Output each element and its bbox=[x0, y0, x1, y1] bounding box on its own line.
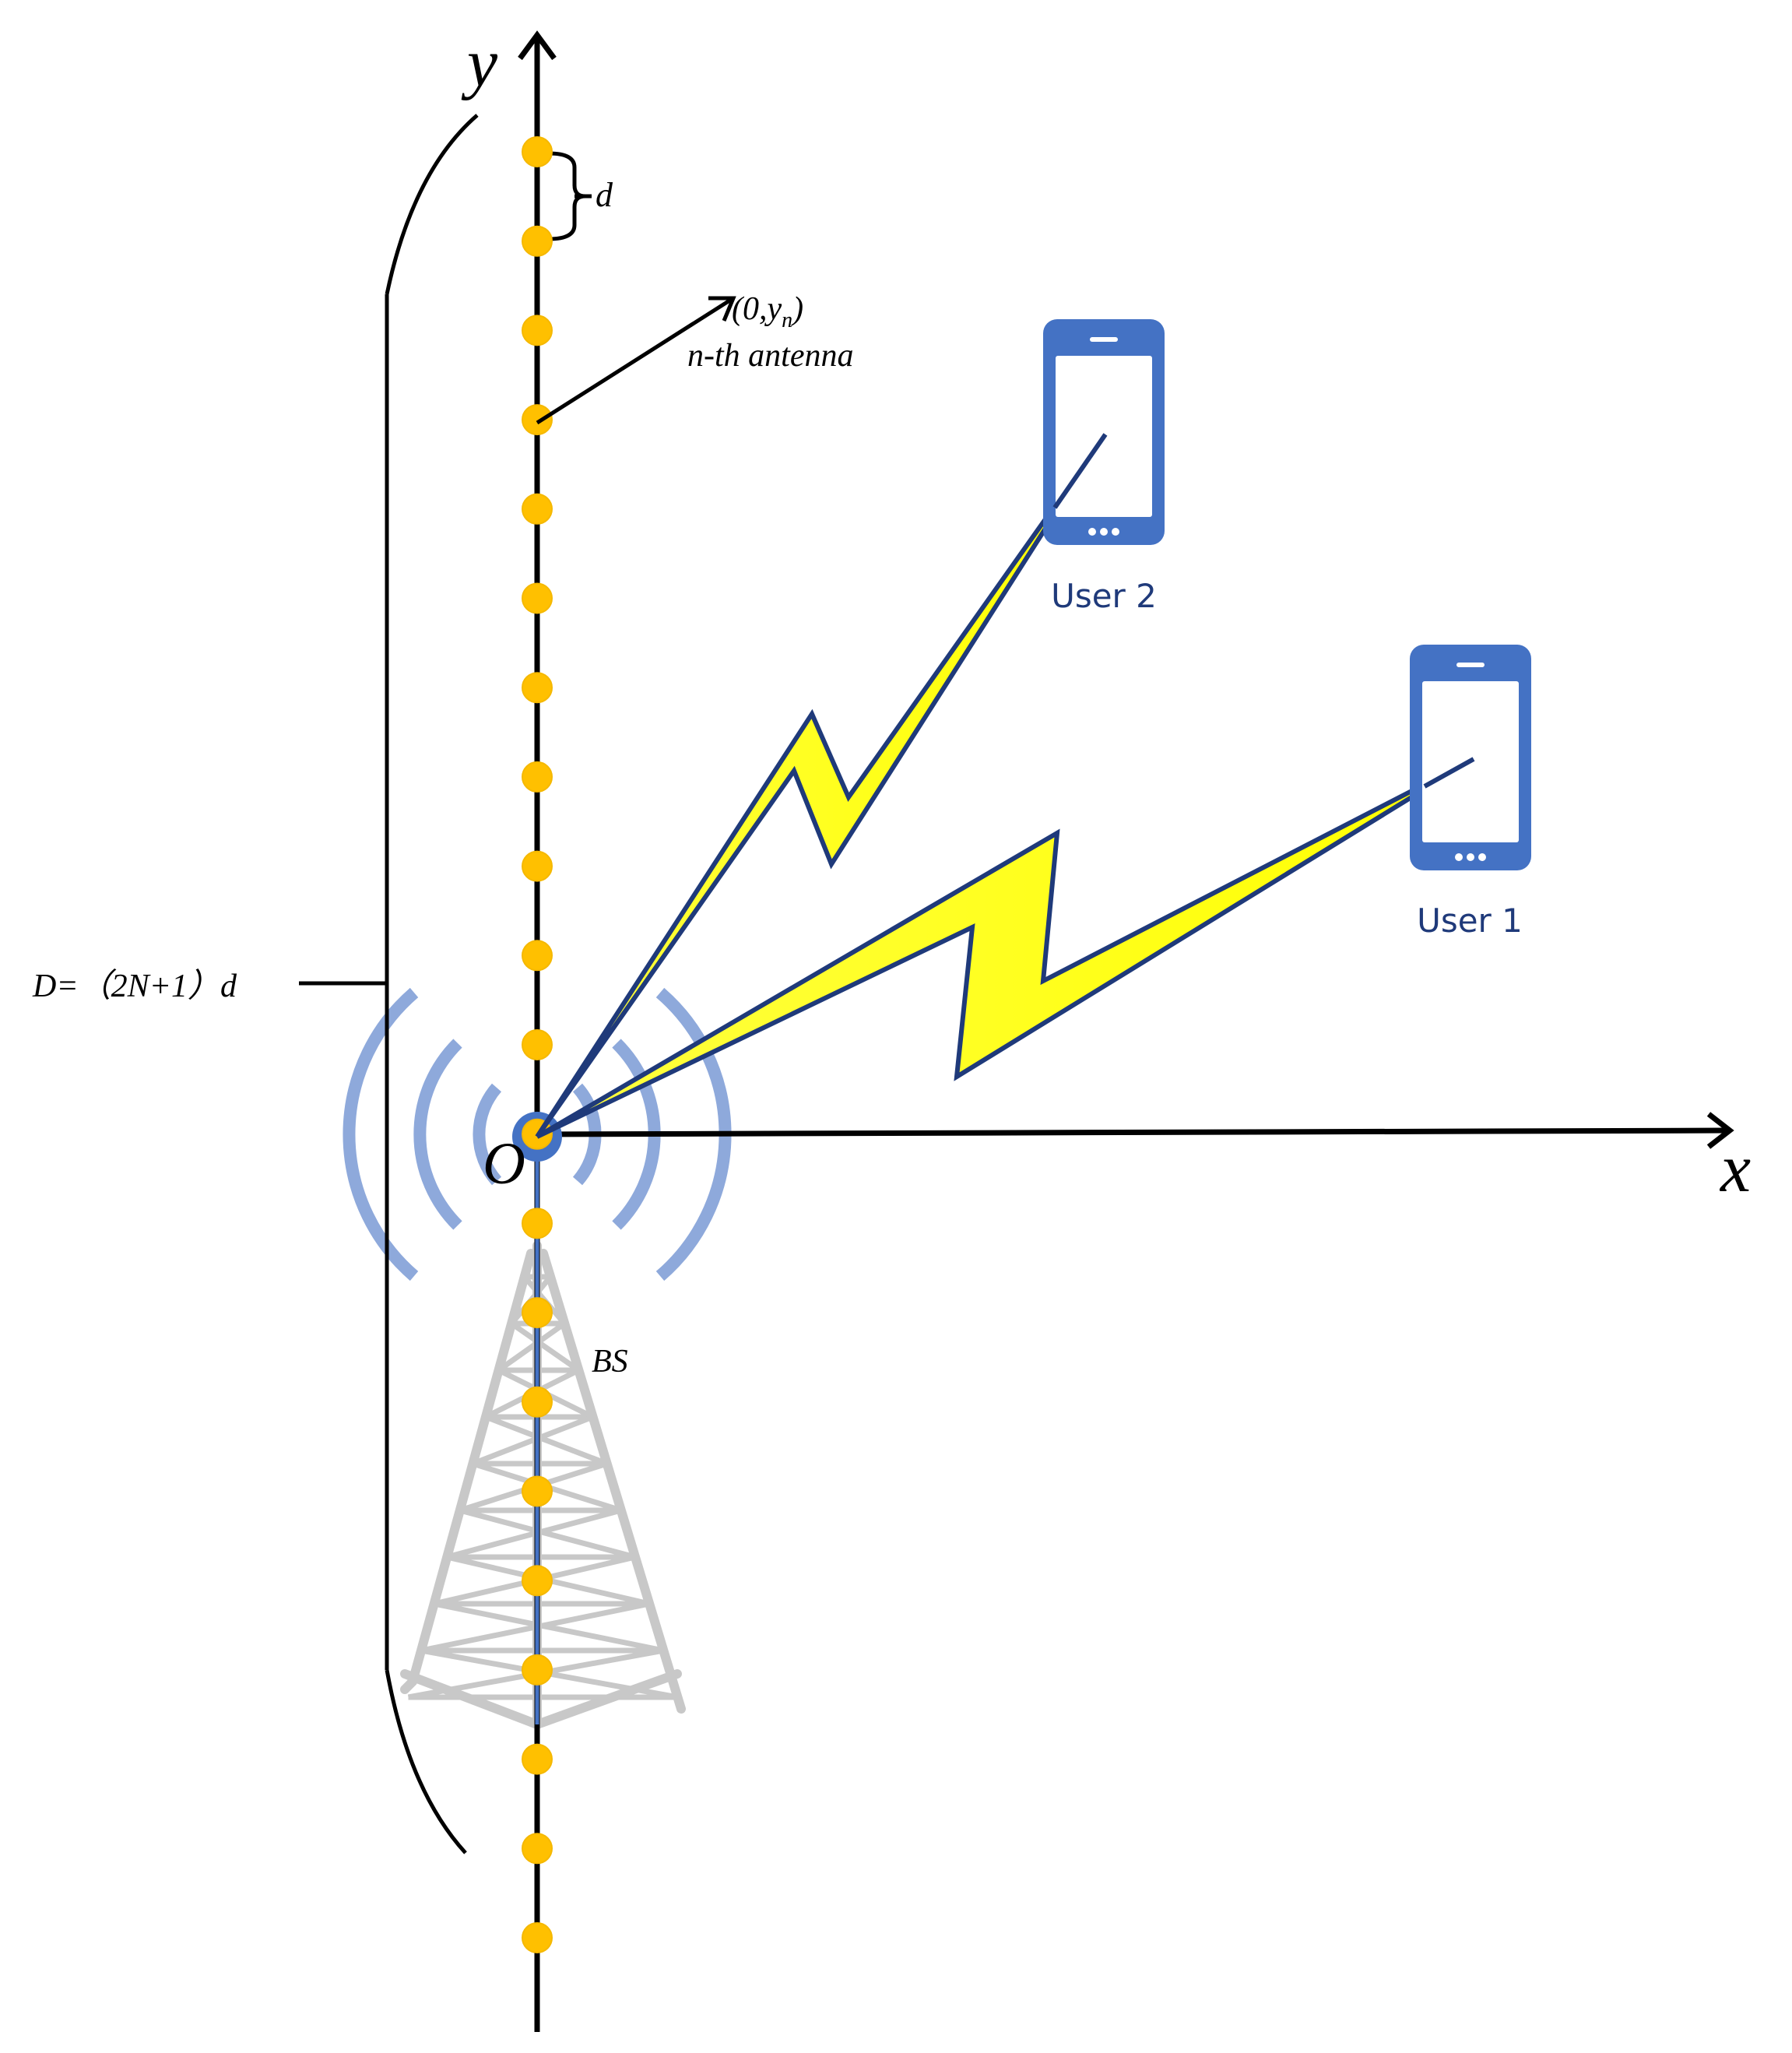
x-axis-label: x bbox=[1719, 1131, 1751, 1207]
smartphone-icon bbox=[1410, 645, 1531, 870]
spacing-label: d bbox=[596, 176, 613, 214]
coord-prefix: (0,y bbox=[732, 291, 782, 327]
tower-brace bbox=[446, 1507, 622, 1560]
spacing-bracket bbox=[548, 151, 592, 241]
antenna-element bbox=[522, 1386, 553, 1418]
coord-subscript: n bbox=[782, 308, 792, 332]
tower-brace bbox=[484, 1414, 608, 1467]
antenna-element bbox=[522, 1297, 553, 1329]
antenna-element bbox=[522, 1654, 553, 1686]
nth-antenna-label: n-th antenna bbox=[687, 338, 853, 374]
user-1-device: User 1 bbox=[1410, 645, 1531, 940]
antenna-element bbox=[522, 1029, 553, 1060]
antenna-element bbox=[522, 1565, 553, 1597]
aperture-bracket bbox=[299, 114, 479, 1854]
antenna-element bbox=[522, 315, 553, 346]
user-label: User 1 bbox=[1417, 902, 1523, 940]
antenna-element bbox=[522, 136, 553, 167]
antenna-element bbox=[522, 940, 553, 972]
antenna-element bbox=[522, 582, 553, 614]
antenna-element bbox=[522, 493, 553, 525]
aperture-label: D=（2N+1）d bbox=[32, 968, 237, 1004]
antenna-element bbox=[522, 404, 553, 436]
tower-brace bbox=[510, 1321, 581, 1373]
tower-brace bbox=[459, 1507, 636, 1560]
antenna-element bbox=[522, 1922, 553, 1953]
lightning-bolt-icon bbox=[536, 757, 1475, 1139]
smartphone-icon bbox=[1043, 319, 1165, 545]
user-label: User 2 bbox=[1051, 577, 1157, 615]
origin-label: O bbox=[483, 1131, 525, 1197]
coord-suffix: ) bbox=[791, 291, 803, 327]
antenna-element bbox=[522, 1475, 553, 1507]
antenna-element bbox=[522, 672, 553, 704]
antenna-element bbox=[522, 1833, 553, 1865]
antenna-element bbox=[522, 1208, 553, 1239]
tower-brace bbox=[472, 1414, 594, 1467]
nth-antenna-arrow bbox=[536, 296, 736, 425]
bs-label: BS bbox=[592, 1344, 628, 1380]
antenna-element bbox=[522, 761, 553, 793]
antenna-element bbox=[522, 1743, 553, 1775]
antenna-array bbox=[522, 136, 553, 1953]
x-axis bbox=[536, 1112, 1734, 1149]
antenna-element bbox=[522, 225, 553, 257]
antenna-element bbox=[522, 850, 553, 882]
y-axis-label: y bbox=[461, 26, 498, 101]
user-2-device: User 2 bbox=[1043, 319, 1165, 615]
tower-brace bbox=[497, 1321, 567, 1373]
coordinate-label: (0,yn) bbox=[732, 291, 803, 332]
